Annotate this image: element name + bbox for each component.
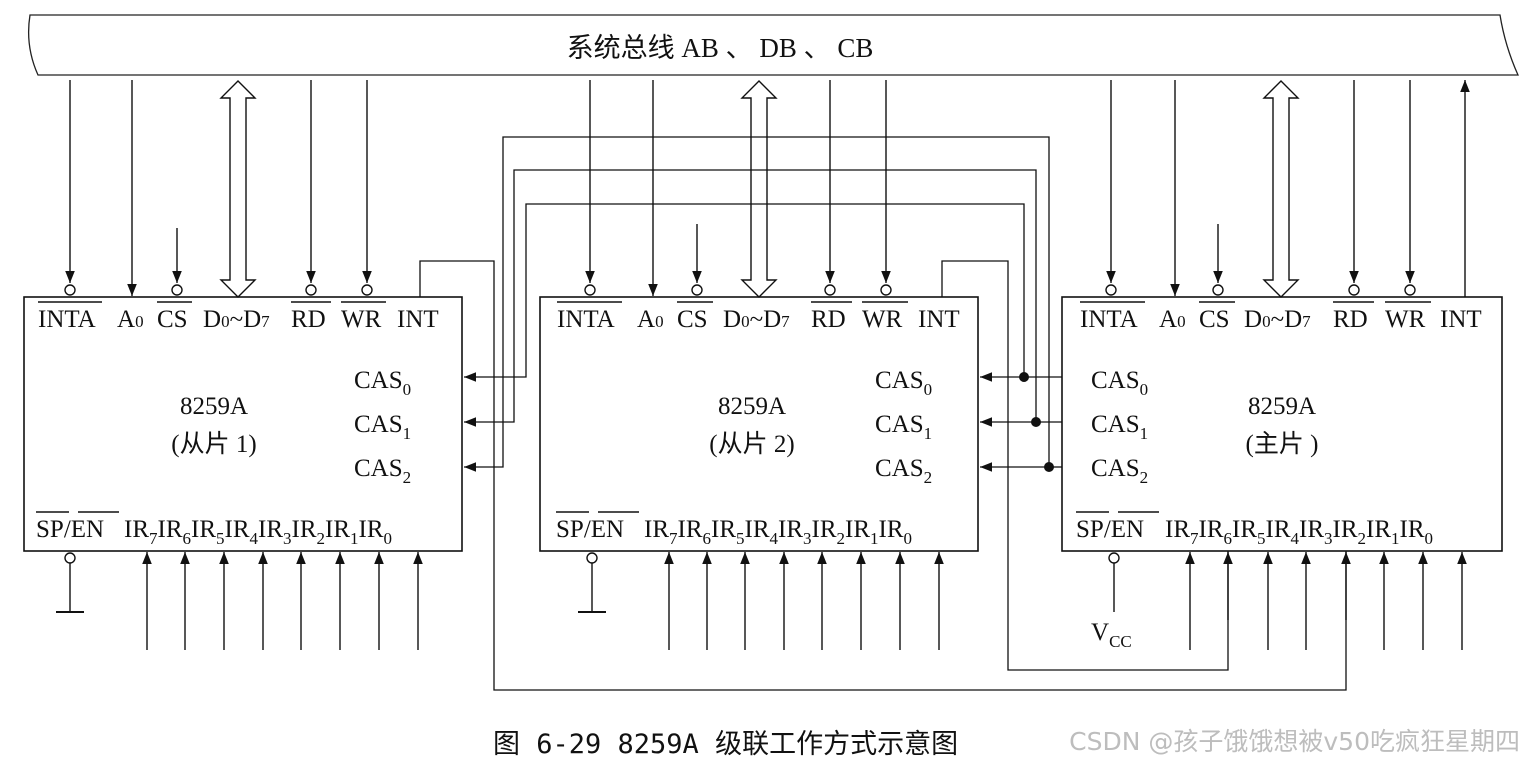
pin-wr: WR bbox=[341, 306, 382, 333]
pin-int: INT bbox=[918, 306, 960, 333]
pin-a0: A0 bbox=[637, 306, 664, 333]
chip-name: 8259A bbox=[180, 393, 248, 420]
pin-rd: RD bbox=[291, 306, 326, 333]
pin-cas2: CAS2 bbox=[875, 455, 932, 487]
chip-slave-1: INTA A0 CS D0~D7 RD WR INT CAS0 CAS1 CAS… bbox=[36, 80, 1347, 691]
pin-cas0: CAS0 bbox=[1091, 367, 1148, 399]
ir-labels: IR7IR6IR5IR4IR3IR2IR1IR0 bbox=[124, 516, 392, 548]
pin-cs: CS bbox=[1199, 306, 1230, 333]
bus-label: 系统总线 AB 、 DB 、 CB bbox=[567, 33, 874, 63]
data-bus-arrow bbox=[1262, 80, 1300, 298]
chip-role: (从片 2) bbox=[709, 430, 794, 458]
ir-labels: IR7IR6IR5IR4IR3IR2IR1IR0 bbox=[1165, 516, 1433, 548]
pin-inta: INTA bbox=[1080, 306, 1138, 333]
chip-role: (从片 1) bbox=[171, 430, 256, 458]
pin-cas2: CAS2 bbox=[354, 455, 411, 487]
pin-cas1: CAS1 bbox=[875, 411, 932, 443]
pin-cas0: CAS0 bbox=[354, 367, 411, 399]
vcc-label: VCC bbox=[1091, 619, 1132, 651]
ir-labels: IR7IR6IR5IR4IR3IR2IR1IR0 bbox=[644, 516, 912, 548]
junction-dot bbox=[1019, 372, 1029, 382]
chip-master: INTA A0 CS D0~D7 RD WR INT CAS0 CAS1 CAS… bbox=[1076, 80, 1482, 651]
pin-inta: INTA bbox=[38, 306, 96, 333]
data-bus-arrow bbox=[219, 80, 257, 298]
pin-sp-en: SP/EN bbox=[36, 516, 104, 543]
chip-name: 8259A bbox=[1248, 393, 1316, 420]
junction-dot bbox=[1044, 462, 1054, 472]
watermark: CSDN @孩子饿饿想被v50吃疯狂星期四 bbox=[1069, 727, 1520, 756]
pin-wr: WR bbox=[1385, 306, 1426, 333]
pin-cas1: CAS1 bbox=[354, 411, 411, 443]
slave1-box bbox=[23, 296, 463, 552]
pin-cas1: CAS1 bbox=[1091, 411, 1148, 443]
pin-data: D0~D7 bbox=[723, 306, 790, 333]
chip-slave-2: INTA A0 CS D0~D7 RD WR INT CAS0 CAS1 CAS… bbox=[556, 80, 1229, 671]
pin-a0: A0 bbox=[1159, 306, 1186, 333]
cas-cascade-wiring bbox=[464, 136, 1062, 472]
pin-inta: INTA bbox=[557, 306, 615, 333]
pin-rd: RD bbox=[811, 306, 846, 333]
pin-cs: CS bbox=[157, 306, 188, 333]
system-bus: 系统总线 AB 、 DB 、 CB bbox=[27, 14, 1520, 76]
chip-role: (主片 ) bbox=[1246, 430, 1319, 458]
chip-name: 8259A bbox=[718, 393, 786, 420]
figure-caption: 图 6-29 8259A 级联工作方式示意图 bbox=[493, 729, 958, 760]
pin-a0: A0 bbox=[117, 306, 144, 333]
data-bus-arrow bbox=[740, 80, 778, 298]
pin-rd: RD bbox=[1333, 306, 1368, 333]
pin-cs: CS bbox=[677, 306, 708, 333]
pin-int: INT bbox=[1440, 306, 1482, 333]
pin-wr: WR bbox=[862, 306, 903, 333]
pin-sp-en: SP/EN bbox=[1076, 516, 1144, 543]
pin-sp-en: SP/EN bbox=[556, 516, 624, 543]
master-box bbox=[1061, 296, 1503, 552]
pin-int: INT bbox=[397, 306, 439, 333]
pin-cas0: CAS0 bbox=[875, 367, 932, 399]
pin-cas2: CAS2 bbox=[1091, 455, 1148, 487]
pin-data: D0~D7 bbox=[1244, 306, 1311, 333]
pin-data: D0~D7 bbox=[203, 306, 270, 333]
junction-dot bbox=[1031, 417, 1041, 427]
